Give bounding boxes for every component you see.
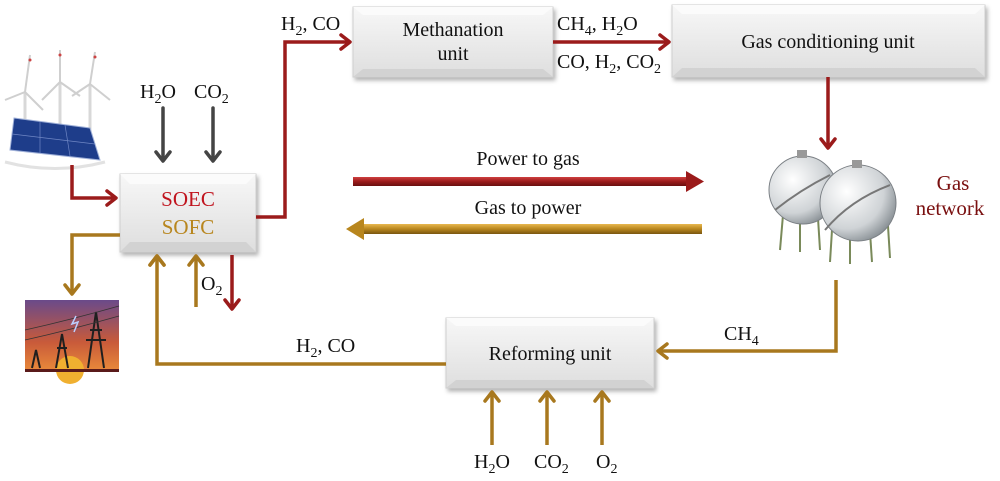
power-grid-icon bbox=[24, 300, 120, 384]
soec-to-methanation-arrow bbox=[256, 40, 348, 219]
methanation-label-line1: Methanation bbox=[402, 19, 503, 41]
power-to-gas-label: Power to gas bbox=[476, 148, 580, 170]
reforming-h2o-label: H2O bbox=[474, 451, 510, 477]
sofc-label: SOFC bbox=[162, 215, 215, 239]
sofc-to-grid-arrow bbox=[70, 233, 120, 292]
soec-h2o-label: H2O bbox=[140, 81, 176, 107]
network-to-reforming-label: CH4 bbox=[724, 323, 759, 349]
methanation-output-bottom-label: CO, H2, CO2 bbox=[557, 51, 661, 77]
gas-conditioning-unit bbox=[671, 4, 986, 78]
reforming-label: Reforming unit bbox=[489, 343, 612, 365]
methanation-output-top-label: CH4, H2O bbox=[557, 13, 638, 39]
reforming-o2-label: O2 bbox=[596, 451, 617, 477]
sofc-o2-label: O2 bbox=[201, 273, 222, 299]
reforming-to-sofc-arrow bbox=[155, 257, 446, 366]
methanation-label-line2: unit bbox=[437, 43, 469, 65]
gas-network-label-line2: network bbox=[916, 196, 985, 220]
methanation-unit bbox=[352, 6, 554, 78]
network-to-reforming-arrow bbox=[660, 280, 838, 353]
renewables-to-soec-arrow bbox=[70, 165, 115, 200]
gas-storage-tanks-icon bbox=[768, 150, 897, 264]
reforming-co2-label: CO2 bbox=[534, 451, 569, 477]
power-to-gas-legend-arrow bbox=[353, 171, 704, 192]
reforming-to-sofc-label: H2, CO bbox=[296, 335, 355, 361]
soec-co2-label: CO2 bbox=[194, 81, 229, 107]
wind-solar-icon bbox=[4, 50, 111, 170]
soec-sofc-unit bbox=[119, 173, 257, 253]
gas-conditioning-label: Gas conditioning unit bbox=[741, 31, 915, 53]
soec-to-methanation-label: H2, CO bbox=[281, 13, 340, 39]
gas-to-power-label: Gas to power bbox=[475, 197, 582, 219]
reforming-unit bbox=[445, 317, 655, 389]
gas-network-label-line1: Gas bbox=[937, 171, 970, 195]
soec-label: SOEC bbox=[161, 187, 215, 211]
gas-to-power-legend-arrow bbox=[346, 218, 702, 240]
